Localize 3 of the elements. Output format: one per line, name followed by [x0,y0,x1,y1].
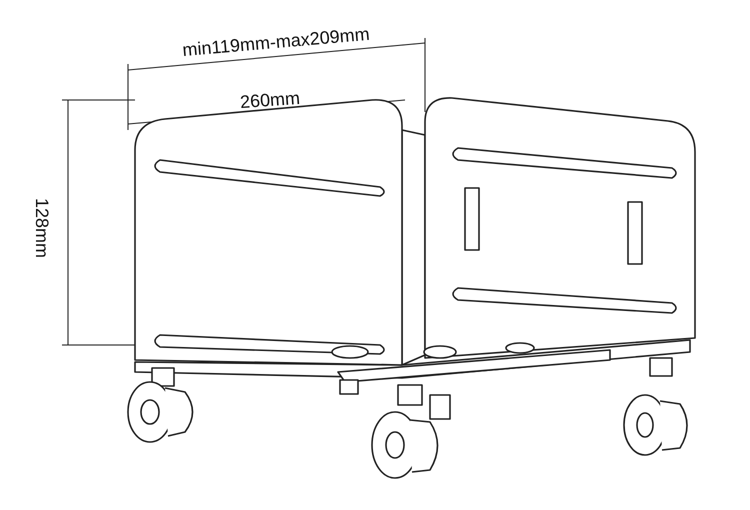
dimension-label: 260mm [239,88,301,112]
dimension-label: 128mm [32,198,52,258]
dimension-label: min119mm-max209mm [182,24,370,60]
